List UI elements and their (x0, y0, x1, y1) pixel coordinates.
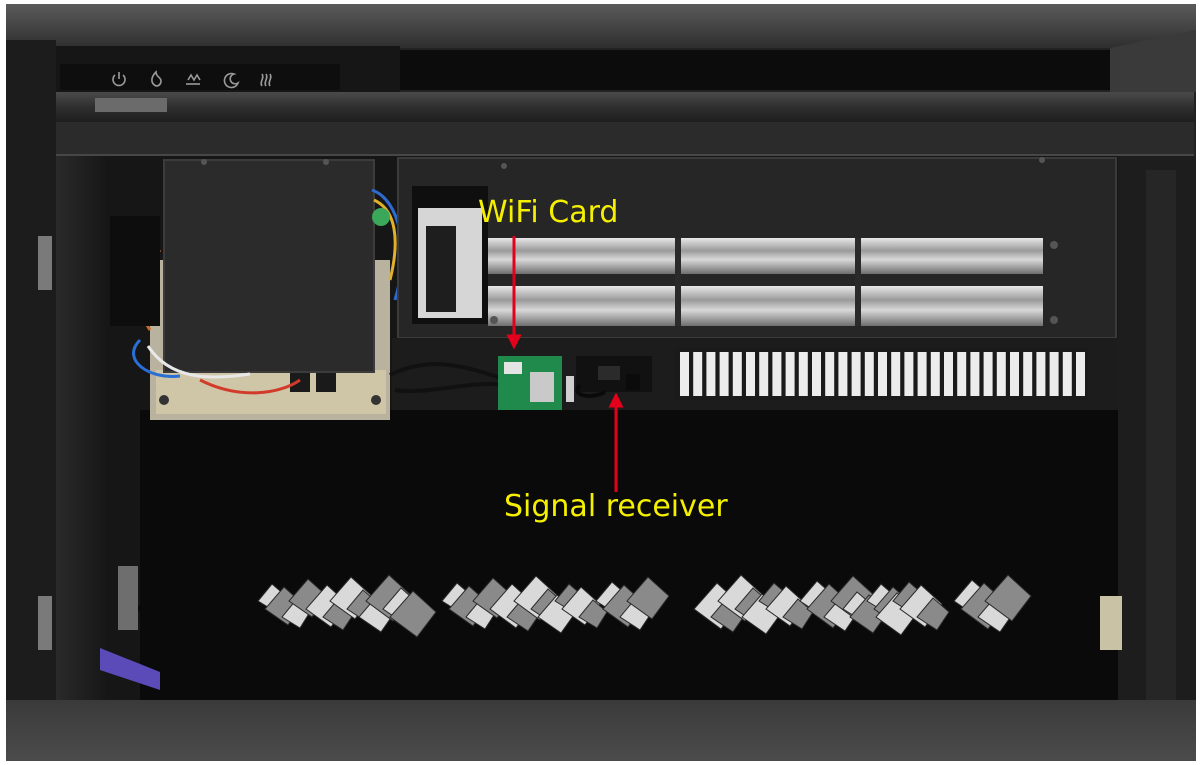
crystal-ember-bed (100, 566, 1122, 690)
vent-slot (838, 352, 848, 396)
signal-receiver (575, 356, 652, 398)
vent-slot (680, 352, 689, 396)
vent-slot (996, 352, 1006, 396)
crystal-piece (626, 576, 670, 620)
vent-slot (772, 352, 782, 396)
vent-slot (732, 352, 742, 396)
vent-slot (930, 352, 940, 396)
vent-slot (1062, 352, 1072, 396)
vent-slot (706, 352, 716, 396)
vent-slot (904, 352, 914, 396)
timer-moon-icon (223, 72, 240, 89)
vent-slot (798, 352, 808, 396)
vent-slot (693, 352, 703, 396)
ember-bed-icon (186, 73, 201, 85)
blower-fan-housing (397, 157, 1117, 339)
vent-slot (891, 352, 901, 396)
control-panel (40, 46, 400, 92)
vent-louvers (674, 348, 1088, 400)
power-icon (112, 72, 126, 87)
control-board-assembly (110, 159, 404, 420)
left-side-wall (6, 40, 56, 700)
wifi-card (389, 356, 574, 410)
flame-icon (151, 70, 162, 87)
crystal-piece (916, 597, 950, 631)
vent-slot (1036, 352, 1046, 396)
vent-slot (1049, 352, 1059, 396)
vent-slot (825, 352, 835, 396)
bottom-trim (6, 700, 1196, 761)
vent-slot (1023, 352, 1033, 396)
crystal-piece (984, 574, 1032, 622)
vent-slot (944, 352, 953, 396)
vent-slot (812, 352, 821, 396)
vent-slot (864, 352, 874, 396)
vent-slot (983, 352, 993, 396)
vent-slot (957, 352, 967, 396)
vent-slot (878, 352, 887, 396)
top-trim (6, 4, 1196, 48)
crystal-piece (578, 599, 608, 629)
vent-slot (785, 352, 795, 396)
crystal-piece (389, 590, 437, 638)
heat-icon (260, 73, 272, 87)
vent-slot (759, 352, 769, 396)
vent-slot (1076, 352, 1085, 396)
vent-slot (970, 352, 980, 396)
vent-slot (1010, 352, 1019, 396)
wifi-card-label: WiFi Card (478, 195, 619, 230)
vent-slot (917, 352, 927, 396)
signal-receiver-label: Signal receiver (504, 489, 728, 524)
vent-slot (719, 352, 729, 396)
vent-slot (851, 352, 861, 396)
vent-slot (746, 352, 755, 396)
upper-rail (22, 92, 1194, 122)
